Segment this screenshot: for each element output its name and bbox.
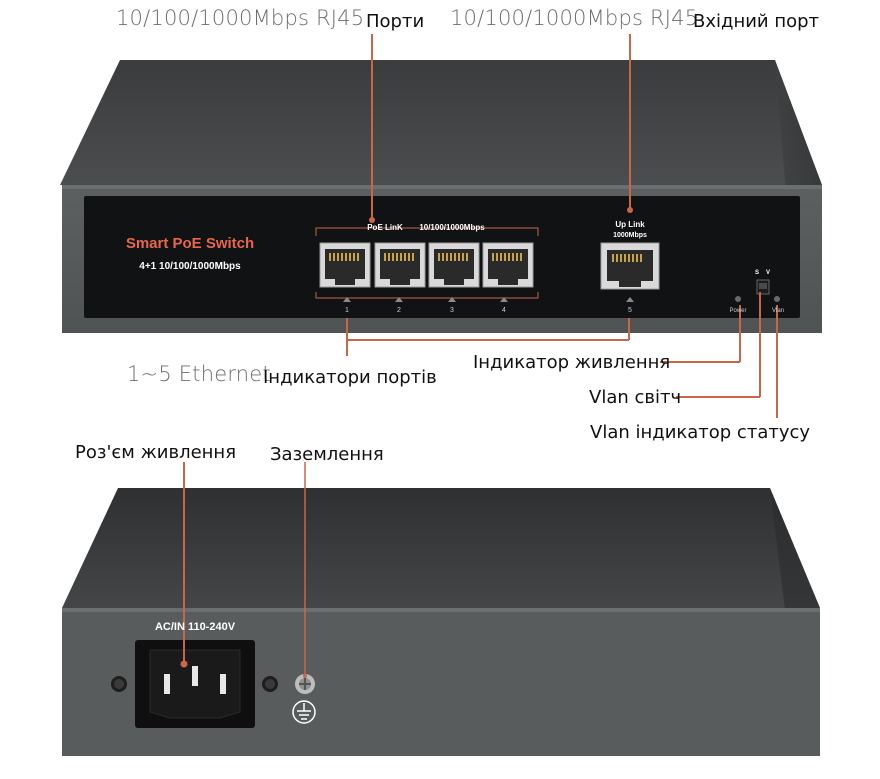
ports-spec-text: 10/100/1000Mbps RJ45 [116, 6, 365, 30]
vlan-switch-label: Vlan світч [589, 387, 682, 408]
port-number-2: 2 [397, 307, 401, 314]
port-number-4: 4 [502, 307, 506, 314]
port-led-indicators [343, 297, 634, 302]
switch-s-label: S [755, 270, 759, 276]
uplink-port [600, 242, 660, 290]
brand-text: Smart PoE Switch [126, 235, 254, 252]
ground-symbol-icon [292, 700, 316, 724]
poe-ports [319, 242, 534, 288]
uplink-label: Вхідний порт [693, 11, 820, 32]
screw-right [262, 676, 278, 692]
port-number-1: 1 [345, 307, 349, 314]
ethernet-label: Індикатори портів [263, 367, 437, 388]
port-number-5: 5 [628, 307, 632, 314]
back-device [62, 488, 820, 756]
uplink-speed: 1000Mbps [613, 232, 647, 239]
port-number-3: 3 [450, 307, 454, 314]
ethernet-spec-text: 1~5 Ethernet [127, 362, 271, 386]
switch-v-label: V [766, 270, 770, 276]
front-device [60, 60, 822, 333]
ac-in-label: AC/IN 110-240V [155, 621, 236, 633]
ports-label: Порти [366, 11, 425, 32]
power-connector [135, 640, 255, 728]
power-connector-label: Роз'єм живлення [75, 442, 237, 463]
vlan-status-label: Vlan індикатор статусу [590, 422, 811, 443]
power-indicator-label: Індикатор живлення [473, 352, 671, 373]
speed-label: 10/100/1000Mbps [419, 223, 485, 232]
power-led [735, 296, 741, 302]
power-led-label: Power [729, 308, 746, 314]
ground-label: Заземлення [270, 444, 384, 465]
screw-left [111, 676, 127, 692]
model-text: 4+1 10/100/1000Mbps [139, 261, 241, 272]
vlan-led-label: Vlan [772, 308, 784, 314]
poe-link-label: PoE LinK [367, 223, 403, 232]
vlan-led [774, 296, 780, 302]
uplink-title: Up Link [615, 220, 645, 229]
callout-lines [183, 34, 778, 676]
uplink-spec-text: 10/100/1000Mbps RJ45 [450, 6, 699, 30]
ground-screw [295, 674, 315, 694]
